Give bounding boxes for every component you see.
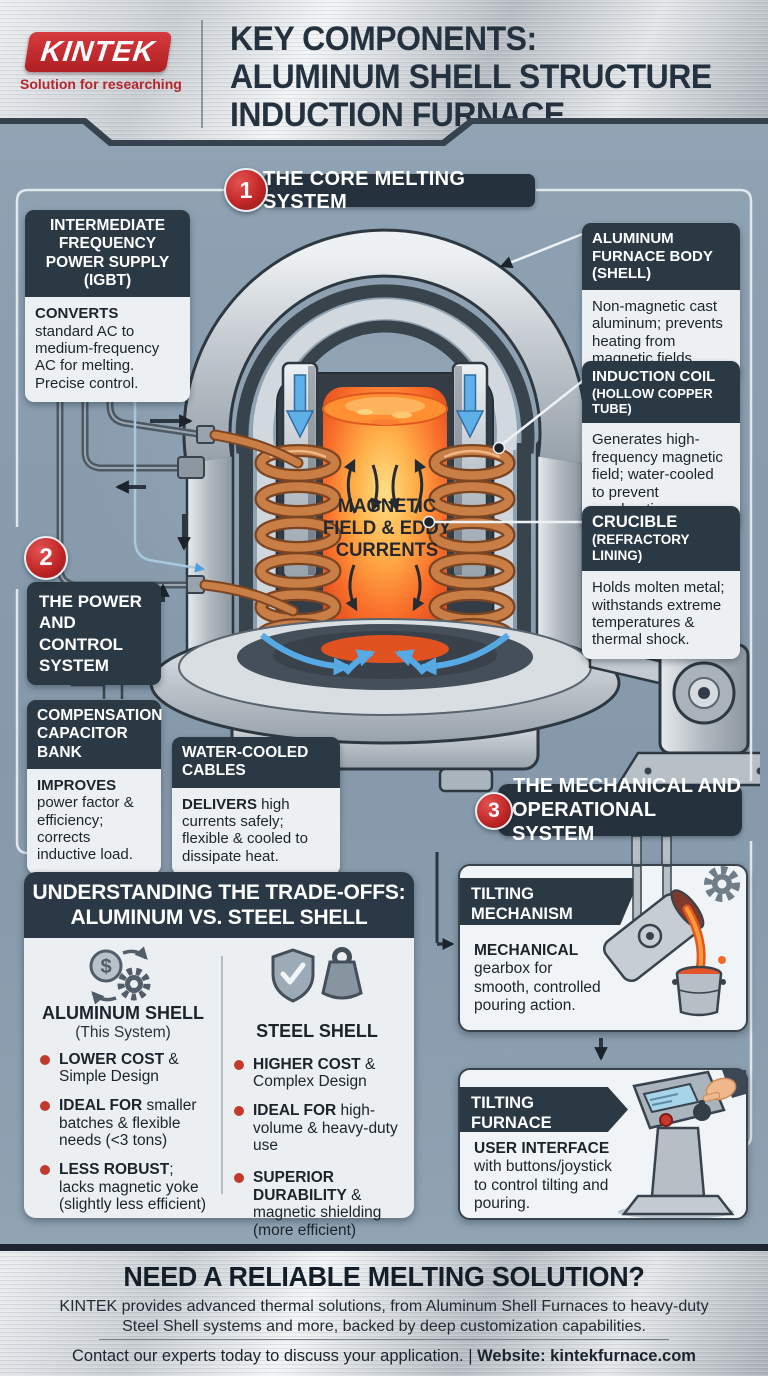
svg-text:$: $ (100, 956, 111, 978)
callout-igbt-body: CONVERTS standard AC to medium-frequency… (25, 297, 190, 403)
list-item: IDEAL FOR smaller batches & flexible nee… (34, 1097, 212, 1150)
section2-number-badge: 2 (24, 536, 68, 580)
callout-coil-title: INDUCTION COIL (HOLLOW COPPER TUBE) (582, 361, 740, 424)
shield-check-icon (271, 948, 315, 1003)
header-divider (201, 20, 203, 128)
callout-capacitor-title: COMPENSATION CAPACITOR BANK (27, 700, 162, 769)
bullet-dot (40, 1054, 50, 1065)
callout-crucible: CRUCIBLE (REFRACTORY LINING) Holds molte… (582, 506, 740, 659)
footer-divider-strip (0, 1244, 768, 1251)
list-item: IDEAL FOR high-volume & heavy-duty use (228, 1102, 406, 1155)
footer-paragraph: KINTEK provides advanced thermal solutio… (59, 1298, 709, 1335)
callout-crucible-title: CRUCIBLE (REFRACTORY LINING) (582, 506, 740, 572)
callout-crucible-body: Holds molten metal; withstands extreme t… (582, 571, 740, 659)
gear-icon (704, 866, 740, 902)
section3-number-badge: 3 (475, 792, 513, 830)
magnetic-field-label: MAGNETIC FIELD & EDDY CURRENTS (322, 496, 451, 561)
footer-contact: Contact our experts today to discuss you… (72, 1347, 696, 1365)
card-operation-box: TILTING FURNACE OPERATION BOX USER INTER… (458, 1068, 748, 1220)
weight-icon (321, 947, 363, 1000)
aluminum-column: $ ALUMINUM SHELL (This System) LOWER COS… (34, 946, 212, 1225)
section3-banner: THE MECHANICAL AND OPERATIONAL SYSTEM (498, 775, 742, 845)
aluminum-bullets: LOWER COST & Simple Design IDEAL FOR sma… (34, 1051, 212, 1214)
callout-igbt-title: INTERMEDIATE FREQUENCY POWER SUPPLY (IGB… (25, 210, 190, 298)
card-operation-box-body: USER INTERFACE with buttons/joystick to … (474, 1140, 612, 1212)
pouring-crucible-illustration (602, 866, 740, 1017)
list-item: LOWER COST & Simple Design (34, 1051, 212, 1086)
callout-cables-body: DELIVERS high currents safely; flexible … (172, 787, 340, 876)
bullet-dot (40, 1164, 50, 1175)
steel-name: STEEL SHELL (256, 1021, 378, 1041)
tradeoffs-title: UNDERSTANDING THE TRADE-OFFS: ALUMINUM V… (24, 872, 414, 938)
section2-title-box: THE POWER AND CONTROL SYSTEM (27, 582, 161, 685)
list-item: HIGHER COST & Complex Design (228, 1056, 406, 1091)
card-operation-box-title: TILTING FURNACE OPERATION BOX (460, 1087, 628, 1132)
logo-tagline: Solution for researching (20, 76, 182, 92)
bullet-dot (234, 1106, 244, 1117)
eddy-current-arrow-icons (343, 458, 427, 612)
control-pedestal-illustration (618, 1070, 746, 1218)
bullet-dot (234, 1173, 244, 1184)
callout-igbt: INTERMEDIATE FREQUENCY POWER SUPPLY (IGB… (25, 210, 190, 403)
list-item: SUPERIOR DURABILITY & magnetic shielding… (228, 1169, 406, 1240)
callout-cables: WATER-COOLED CABLES DELIVERS high curren… (172, 737, 340, 876)
section1-banner: THE CORE MELTING SYSTEM (263, 168, 535, 213)
kintek-logo: KINTEK (23, 32, 173, 72)
footer: NEED A RELIABLE MELTING SOLUTION? KINTEK… (0, 1251, 768, 1376)
card-tilting-mechanism: TILTING MECHANISM (REDUCER) MECHANICAL g… (458, 864, 748, 1032)
footer-rule (99, 1339, 669, 1340)
steel-column: STEEL SHELL HIGHER COST & Complex Design… (228, 946, 406, 1251)
tilting-trunnion (588, 643, 760, 787)
kintek-logo-text: KINTEK (39, 35, 158, 68)
section1-number-badge: 1 (224, 168, 268, 212)
furnace-base (149, 618, 621, 793)
header: KINTEK Solution for researching KEY COMP… (0, 0, 768, 140)
list-item: LESS ROBUST; lacks magnetic yoke (slight… (34, 1161, 212, 1214)
bullet-dot (40, 1100, 50, 1111)
footer-headline: NEED A RELIABLE MELTING SOLUTION? (123, 1261, 645, 1292)
callout-shell: ALUMINUM FURNACE BODY (SHELL) Non-magnet… (582, 223, 740, 378)
callout-cables-title: WATER-COOLED CABLES (172, 737, 340, 788)
bullet-dot (234, 1059, 244, 1070)
cost-gear-icon: $ (89, 946, 151, 1004)
tradeoffs-body: $ ALUMINUM SHELL (This System) LOWER COS… (24, 938, 414, 1239)
tradeoffs-panel: UNDERSTANDING THE TRADE-OFFS: ALUMINUM V… (24, 872, 414, 1239)
callout-shell-title: ALUMINUM FURNACE BODY (SHELL) (582, 223, 740, 291)
aluminum-name: ALUMINUM SHELL (42, 1003, 204, 1023)
callout-capacitor: COMPENSATION CAPACITOR BANK IMPROVES pow… (27, 700, 162, 874)
callout-coil: INDUCTION COIL (HOLLOW COPPER TUBE) Gene… (582, 361, 740, 529)
page-title: KEY COMPONENTS: ALUMINUM SHELL STRUCTURE… (230, 20, 712, 134)
cooling-flow-arrow-icons (285, 374, 485, 439)
base-flow-arrow-icons (260, 632, 510, 676)
card-tilting-mechanism-title: TILTING MECHANISM (REDUCER) (460, 878, 640, 925)
column-divider (221, 956, 223, 1194)
aluminum-icons: $ (34, 946, 212, 1004)
steel-icons (228, 946, 406, 1004)
callout-capacitor-body: IMPROVES power factor & efficiency; corr… (27, 768, 161, 874)
steel-bullets: HIGHER COST & Complex Design IDEAL FOR h… (228, 1056, 406, 1240)
card-tilting-mechanism-body: MECHANICAL gearbox for smooth, controlle… (474, 942, 601, 1014)
operator-hand (702, 1070, 746, 1102)
aluminum-subtitle: (This System) (75, 1023, 171, 1041)
website-text: Website: kintekfurnace.com (477, 1347, 696, 1365)
